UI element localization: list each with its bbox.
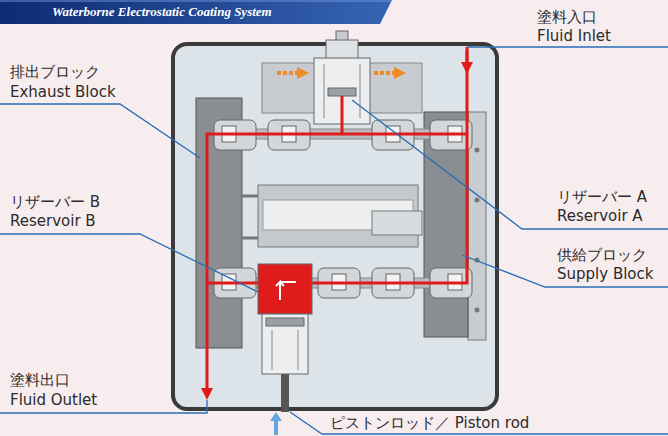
motion-arrow — [277, 71, 303, 75]
band-highlight — [0, 1, 391, 2]
fluid-path — [341, 96, 344, 134]
motion-arrow — [374, 71, 400, 75]
fluid-arrow — [206, 283, 209, 394]
title-band — [0, 0, 392, 24]
motion-arrow — [270, 412, 282, 421]
piston — [328, 88, 356, 96]
fluid-arrow — [466, 50, 469, 68]
part-label: Fluid Outlet — [10, 391, 97, 409]
cylinder-line — [272, 330, 273, 370]
rail — [242, 195, 258, 198]
fluid-path — [207, 134, 467, 283]
part-label: 供給ブロック — [557, 246, 647, 264]
part-label: リザーバー A — [557, 188, 647, 206]
part-label: Exhaust Block — [10, 83, 116, 101]
leader-line — [352, 100, 668, 229]
piston-rod — [281, 374, 289, 412]
part-label: Supply Block — [557, 265, 653, 283]
part-label: 塗料出口 — [10, 371, 70, 389]
motion-arrow — [274, 420, 278, 435]
part-label: 排出ブロック — [10, 63, 100, 81]
rail — [242, 237, 258, 240]
slide-carriage — [372, 211, 422, 235]
cylinder-line — [298, 330, 299, 370]
reservoir-b — [262, 314, 308, 374]
leader-line — [290, 412, 668, 434]
part-label: ピストンロッド／ Piston rod — [330, 414, 529, 432]
fluid-path — [207, 47, 467, 283]
flow-arrow — [276, 282, 296, 300]
reservoir-b-fluid — [258, 264, 312, 314]
title: Waterborne Electrostatic Coating System — [52, 4, 272, 20]
part-label: Reservoir B — [10, 212, 96, 230]
bolt — [475, 308, 480, 313]
leader-line — [0, 104, 200, 158]
bolt — [475, 198, 480, 203]
part-label: リザーバー B — [10, 193, 100, 211]
part-label: 塗料入口 — [537, 8, 597, 26]
housing — [173, 44, 497, 409]
reservoir-cap — [326, 40, 358, 60]
cylinder-line — [324, 64, 325, 118]
part-label: Reservoir A — [557, 207, 643, 225]
part-label: Fluid Inlet — [537, 27, 611, 45]
leader-line — [467, 46, 668, 47]
bolt — [475, 148, 480, 153]
cylinder-line — [360, 64, 361, 118]
piston — [266, 318, 304, 326]
leader-line — [0, 234, 258, 292]
